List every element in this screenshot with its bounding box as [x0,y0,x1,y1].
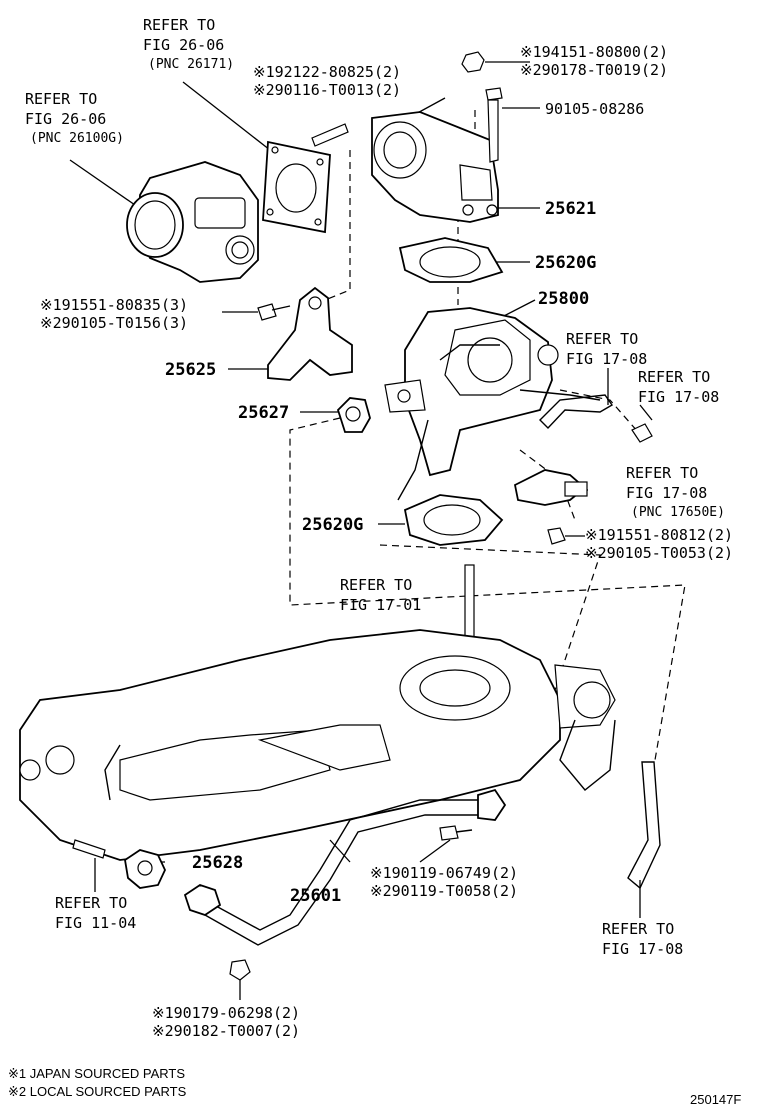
svg-text:※191551-80835(3): ※191551-80835(3) [40,296,188,314]
svg-text:FIG 17-01: FIG 17-01 [340,596,421,614]
svg-text:FIG 17-08: FIG 17-08 [602,940,683,958]
ref-fig17-08-d: REFER TO FIG 17-08 [602,920,683,958]
legend: ※1 JAPAN SOURCED PARTS ※2 LOCAL SOURCED … [8,1066,187,1099]
svg-text:REFER TO: REFER TO [340,576,412,594]
svg-text:FIG 17-08: FIG 17-08 [566,350,647,368]
gasket-25627-drawing [336,397,371,433]
svg-text:※290119-T0058(2): ※290119-T0058(2) [370,882,518,900]
part-90105-08286-label: 90105-08286 [545,100,644,118]
stud-11-04-drawing [72,839,106,859]
svg-text:FIG 17-08: FIG 17-08 [638,388,719,406]
egr-gasket-bottom-drawing [403,494,504,546]
part-25628-label: 25628 [192,853,243,873]
svg-text:※290116-T0013(2): ※290116-T0013(2) [253,81,401,99]
part-25800-label: 25800 [538,289,589,309]
svg-text:FIG 26-06: FIG 26-06 [25,110,106,128]
ref-fig17-08-b: REFER TO FIG 17-08 [638,368,719,406]
svg-text:※192122-80825(2): ※192122-80825(2) [253,63,401,81]
svg-text:FIG 17-08: FIG 17-08 [626,484,707,502]
throttle-body-drawing [126,161,259,283]
code-pair-f: ※190179-06298(2) ※290182-T0007(2) [152,1004,300,1040]
svg-text:※290182-T0007(2): ※290182-T0007(2) [152,1022,300,1040]
ref-fig26-06-b: REFER TO FIG 26-06 (PNC 26100G) [25,90,124,146]
svg-text:(PNC 26100G): (PNC 26100G) [30,131,124,146]
svg-text:※191551-80812(2): ※191551-80812(2) [585,526,733,544]
figure-id: 250147F [690,1092,741,1107]
legend-local-sourced: ※2 LOCAL SOURCED PARTS [8,1084,187,1099]
ref-fig11-04: REFER TO FIG 11-04 [55,894,136,932]
svg-text:REFER TO: REFER TO [566,330,638,348]
svg-text:※290105-T0156(3): ※290105-T0156(3) [40,314,188,332]
svg-text:FIG 26-06: FIG 26-06 [143,36,224,54]
egr-pipe-drawing [183,788,507,946]
part-25620g-bottom-label: 25620G [302,515,363,535]
part-25625-label: 25625 [165,360,216,380]
code-pair-e: ※190119-06749(2) ※290119-T0058(2) [370,864,518,900]
nut-and-bolt-drawing [461,51,503,163]
part-25620g-top-label: 25620G [535,253,596,273]
egr-gasket-top-drawing [398,237,504,283]
svg-text:※194151-80800(2): ※194151-80800(2) [520,43,668,61]
code-pair-a: ※192122-80825(2) ※290116-T0013(2) [253,63,401,99]
bolt-90119-drawing [439,825,473,841]
ref-fig17-08-a: REFER TO FIG 17-08 [566,330,647,368]
bracket-drawing [267,286,353,381]
throttle-gasket-drawing [262,140,331,234]
svg-text:REFER TO: REFER TO [602,920,674,938]
svg-text:REFER TO: REFER TO [25,90,97,108]
svg-text:(PNC 26171): (PNC 26171) [148,57,234,72]
intake-elbow-drawing [371,111,499,223]
svg-text:※290105-T0053(2): ※290105-T0053(2) [585,544,733,562]
svg-text:REFER TO: REFER TO [626,464,698,482]
gasket-25628-drawing [124,849,166,889]
code-pair-c: ※191551-80835(3) ※290105-T0156(3) [40,296,188,332]
svg-text:※190179-06298(2): ※190179-06298(2) [152,1004,300,1022]
svg-text:(PNC 17650E): (PNC 17650E) [631,505,725,520]
ref-fig26-06-a: REFER TO FIG 26-06 (PNC 26171) [143,16,234,72]
part-25601-label: 25601 [290,886,341,906]
svg-text:※190119-06749(2): ※190119-06749(2) [370,864,518,882]
ref-fig17-08-c: REFER TO FIG 17-08 (PNC 17650E) [626,464,725,520]
part-25627-label: 25627 [238,403,289,423]
svg-text:REFER TO: REFER TO [638,368,710,386]
bracket-bolt-drawing [257,303,291,321]
stud-bolt-drawing [311,123,349,147]
intake-manifold-drawing [19,629,616,861]
egr-valve-drawing [384,307,601,501]
nut-bottom-drawing [229,959,251,981]
vacuum-hose-drawing [539,394,653,443]
code-pair-d: ※191551-80812(2) ※290105-T0053(2) [585,526,733,562]
ref-fig17-01: REFER TO FIG 17-01 [340,576,421,614]
svg-text:REFER TO: REFER TO [55,894,127,912]
svg-text:※290178-T0019(2): ※290178-T0019(2) [520,61,668,79]
small-bolt-drawing [547,527,566,545]
code-pair-b: ※194151-80800(2) ※290178-T0019(2) [520,43,668,79]
vsv-sensor-drawing [513,469,588,506]
hose-right-drawing [627,761,661,890]
svg-text:REFER TO: REFER TO [143,16,215,34]
part-25621-label: 25621 [545,199,596,219]
svg-text:FIG 11-04: FIG 11-04 [55,914,136,932]
legend-japan-sourced: ※1 JAPAN SOURCED PARTS [8,1066,185,1081]
